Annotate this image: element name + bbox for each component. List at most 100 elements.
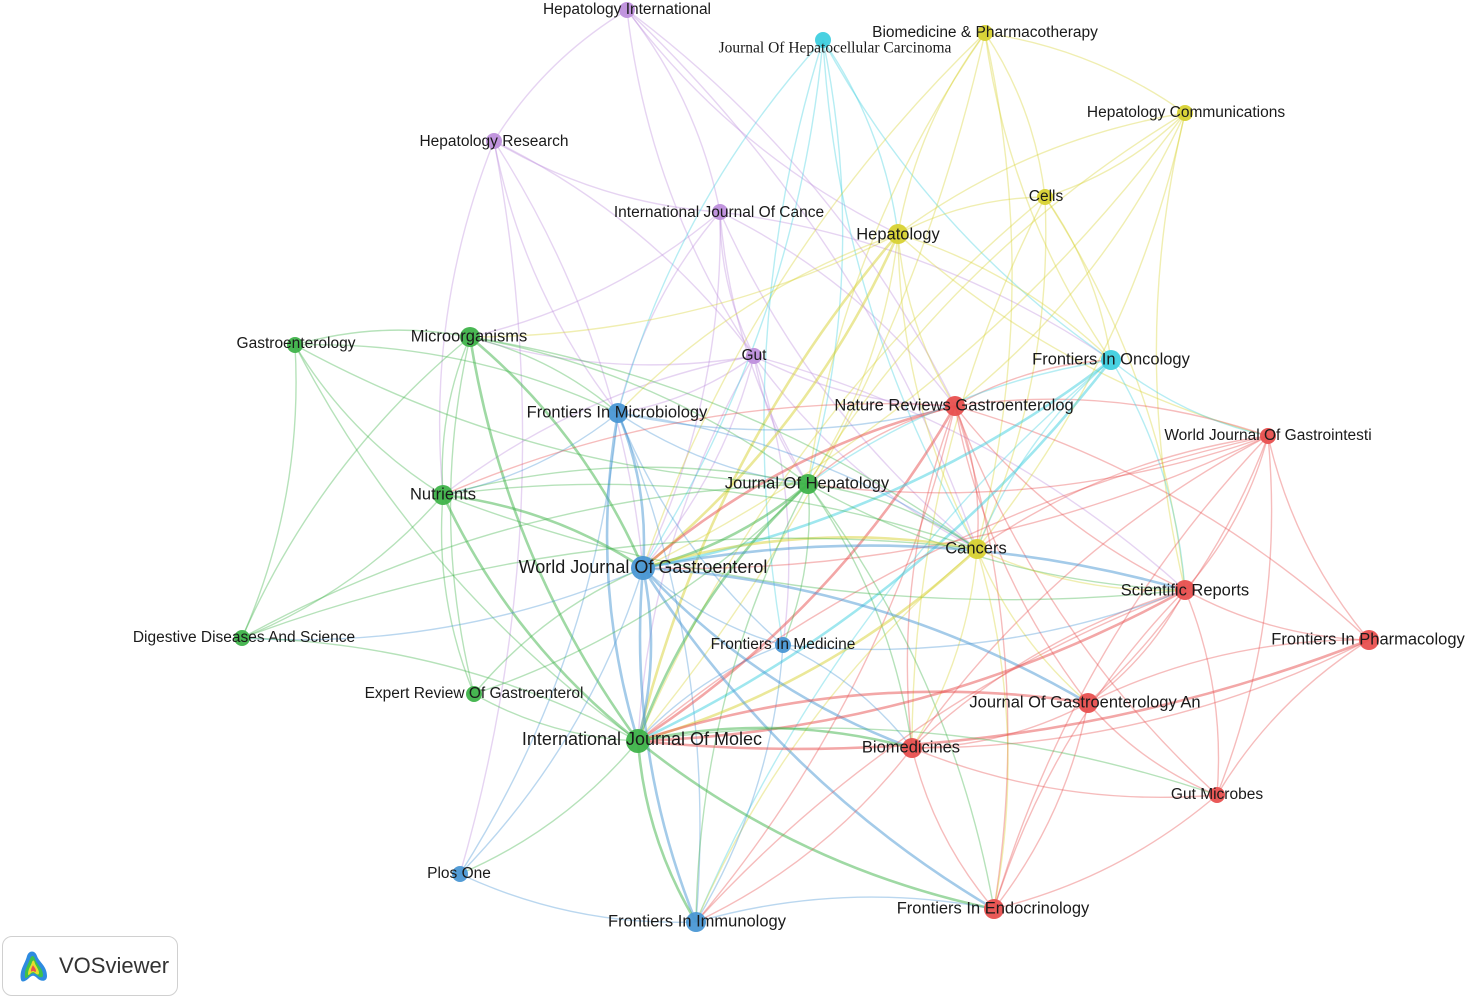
node-frontiers-in-endocrinology[interactable] (984, 899, 1004, 919)
network-edge (984, 32, 1186, 114)
node-frontiers-in-medicine[interactable] (775, 637, 791, 653)
node-biomedicines[interactable] (902, 738, 922, 758)
network-edge (637, 739, 995, 911)
network-edge (617, 412, 784, 646)
node-label-journal-of-hepatocellular-carcinoma: Journal Of Hepatocellular Carcinoma (719, 40, 952, 57)
network-edge (636, 483, 809, 742)
network-edge (241, 336, 471, 639)
network-edge (954, 405, 1186, 591)
network-edge (636, 567, 653, 742)
node-layer (234, 2, 1379, 932)
node-journal-of-hepatology[interactable] (798, 474, 818, 494)
node-label-hepatology-international: Hepatology International (543, 1, 711, 18)
node-cancers[interactable] (967, 539, 987, 559)
node-biomedicine-pharmacotherapy[interactable] (977, 25, 993, 41)
node-frontiers-in-immunology[interactable] (686, 912, 706, 932)
network-edge (637, 644, 784, 742)
network-edge (294, 344, 444, 496)
network-edge (1216, 435, 1273, 796)
node-gut[interactable] (746, 348, 762, 364)
node-digestive-diseases-and-science[interactable] (234, 630, 250, 646)
network-edge (642, 404, 956, 569)
network-edge (294, 344, 619, 414)
node-label-frontiers-in-oncology: Frontiers In Oncology (1032, 350, 1190, 368)
network-edge (642, 567, 784, 646)
network-edge (493, 140, 619, 414)
node-hepatology[interactable] (888, 224, 908, 244)
node-cells[interactable] (1037, 189, 1053, 205)
network-edge (241, 483, 809, 639)
node-label-world-journal-of-gastrointesti: World Journal Of Gastrointesti (1164, 427, 1371, 444)
network-edge (637, 726, 913, 750)
node-frontiers-in-pharmacology[interactable] (1359, 630, 1379, 650)
network-edge (763, 39, 824, 646)
network-edge (469, 336, 755, 366)
node-journal-of-gastroenterology-an[interactable] (1078, 693, 1098, 713)
node-label-gut: Gut (742, 347, 768, 364)
network-edge (438, 140, 495, 496)
node-gut-microbes[interactable] (1209, 787, 1225, 803)
node-label-biomedicine-pharmacotherapy: Biomedicine & Pharmacotherapy (872, 24, 1098, 41)
node-label-cells: Cells (1029, 188, 1064, 205)
network-edge (469, 336, 619, 414)
network-edge (911, 548, 978, 749)
vosviewer-logo-text: VOSviewer (59, 953, 170, 978)
node-expert-review-of-gastroenterol[interactable] (466, 686, 482, 702)
node-microorganisms[interactable] (460, 327, 480, 347)
node-frontiers-in-oncology[interactable] (1101, 350, 1121, 370)
network-edge (976, 435, 1269, 550)
node-international-journal-of-molec[interactable] (626, 729, 650, 753)
node-hepatology-research[interactable] (486, 133, 502, 149)
network-edge (719, 211, 1112, 361)
network-edge (637, 588, 1186, 743)
node-nature-reviews-gastroenterolog[interactable] (945, 396, 965, 416)
network-edge (911, 702, 1089, 749)
network-edge (1184, 589, 1370, 641)
node-hepatology-communications[interactable] (1177, 105, 1193, 121)
node-nutrients[interactable] (433, 485, 453, 505)
network-edge (626, 9, 721, 213)
network-edge (642, 358, 1112, 570)
network-edge (642, 39, 824, 569)
network-edge (954, 405, 979, 550)
network-edge (617, 211, 721, 414)
node-world-journal-of-gastroenterol[interactable] (631, 556, 655, 580)
network-edge (976, 32, 1013, 550)
node-journal-of-hepatocellular-carcinoma[interactable] (815, 32, 831, 48)
network-edge (976, 359, 1112, 550)
network-edge (954, 112, 1186, 407)
network-edge (719, 211, 978, 550)
vosviewer-logo: VOSviewer (2, 936, 178, 996)
node-international-journal-of-cance[interactable] (712, 204, 728, 220)
network-edge (954, 405, 1218, 796)
node-plos-one[interactable] (452, 866, 468, 882)
network-edge (442, 466, 809, 496)
network-edge (617, 412, 701, 923)
network-edge (469, 211, 721, 338)
node-frontiers-in-microbiology[interactable] (608, 403, 628, 423)
network-edge (807, 32, 986, 485)
node-label-nature-reviews-gastroenterolog: Nature Reviews Gastroenterolog (834, 396, 1073, 414)
node-scientific-reports[interactable] (1175, 580, 1195, 600)
node-gastroenterology[interactable] (287, 337, 303, 353)
network-edge (241, 637, 639, 742)
network-edge (897, 233, 978, 550)
network-edge (459, 412, 619, 875)
network-edge (897, 233, 1269, 437)
network-edge (753, 355, 956, 407)
node-label-frontiers-in-pharmacology: Frontiers In Pharmacology (1271, 630, 1465, 648)
node-hepatology-international[interactable] (619, 2, 635, 18)
network-edge (473, 483, 809, 695)
network-edge (1044, 196, 1112, 361)
network-edge (449, 336, 475, 695)
node-label-cancers: Cancers (945, 539, 1006, 557)
node-label-world-journal-of-gastroenterol: World Journal Of Gastroenterol (519, 557, 768, 577)
network-edge (984, 32, 1046, 198)
network-edge (822, 39, 1112, 361)
network-edge (954, 405, 1089, 704)
network-edge (911, 747, 995, 910)
network-edge (807, 483, 978, 550)
node-world-journal-of-gastrointesti[interactable] (1260, 428, 1276, 444)
